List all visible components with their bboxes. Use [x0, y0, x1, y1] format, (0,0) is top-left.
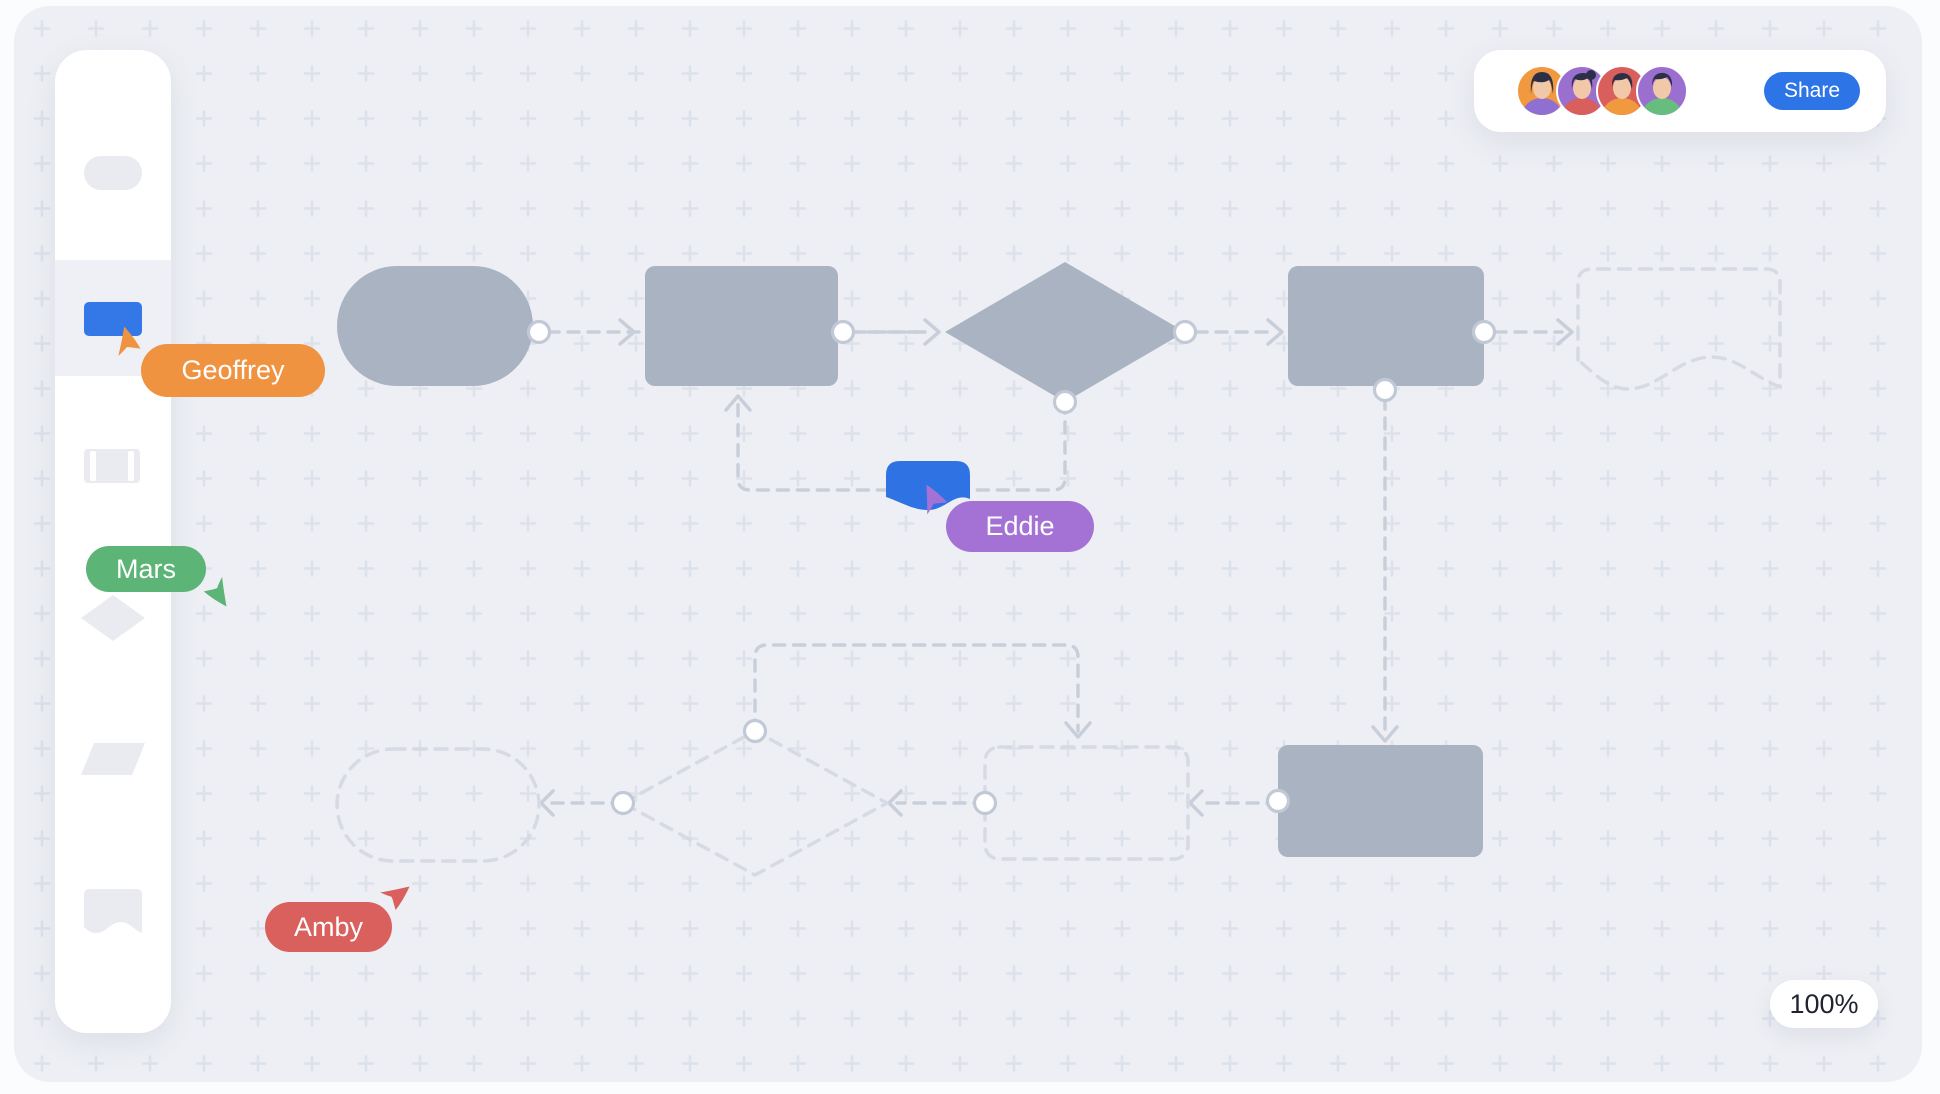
handle-diamond-right[interactable] — [1172, 319, 1198, 345]
tool-predefined-process[interactable] — [84, 449, 140, 483]
zoom-level-value: 100% — [1789, 988, 1859, 1019]
handle-rect5-left[interactable] — [1265, 788, 1291, 814]
node-document-ghost[interactable] — [1576, 267, 1782, 391]
collaboration-panel: Share — [1474, 50, 1886, 132]
cursor-amby-icon — [380, 886, 410, 911]
node-stadium-ghost[interactable] — [335, 747, 541, 863]
collaborator-label-mars: Mars — [86, 546, 206, 592]
tool-rectangle-selected[interactable] — [84, 302, 142, 336]
arrowhead-into-ghostdiamond — [887, 789, 903, 817]
avatar-4[interactable] — [1636, 65, 1688, 117]
handle-rect4-right[interactable] — [1471, 319, 1497, 345]
handle-ghostrect-left[interactable] — [972, 790, 998, 816]
node-stadium[interactable] — [337, 266, 533, 386]
node-rectangle-ghost[interactable] — [983, 745, 1190, 861]
collaborator-name: Mars — [116, 553, 176, 584]
arrowhead-into-rect2 — [923, 318, 941, 346]
collaborator-name: Eddie — [985, 511, 1055, 541]
node-diamond-ghost[interactable] — [621, 729, 889, 877]
node-rectangle-2[interactable] — [645, 266, 838, 386]
tool-document[interactable] — [84, 889, 142, 937]
connector-elbow-ghostdiamond-to-ghostrect[interactable] — [753, 643, 1080, 733]
shape-palette-sidebar — [55, 50, 171, 1033]
node-blue-document-eddie[interactable] — [886, 461, 970, 510]
share-button[interactable]: Share — [1764, 72, 1860, 110]
cursor-geoffrey-icon — [118, 326, 141, 356]
collaborator-label-eddie: Eddie — [946, 501, 1094, 552]
arrowhead-into-ghostrect-right — [1188, 789, 1204, 817]
arrowhead-into-rect2a — [618, 318, 636, 346]
arrowhead-loop-up — [724, 394, 752, 412]
handle-rect4-bottom[interactable] — [1372, 377, 1398, 403]
node-diamond[interactable] — [945, 262, 1185, 402]
tool-parallelogram[interactable] — [81, 743, 145, 775]
arrowhead-down-into-rect5 — [1371, 725, 1399, 743]
arrowhead-into-ghoststadium — [539, 789, 555, 817]
collaborator-name: Geoffrey — [181, 355, 285, 385]
node-rectangle-5[interactable] — [1278, 745, 1483, 857]
flowchart-layer — [335, 262, 1782, 877]
arrowhead-into-document — [1556, 318, 1574, 346]
collaborator-label-amby: Amby — [265, 902, 392, 952]
zoom-level-badge[interactable]: 100% — [1770, 980, 1878, 1028]
cursor-eddie-icon — [926, 484, 948, 515]
arrowhead-into-rect4 — [1266, 318, 1284, 346]
cursor-mars-icon — [203, 576, 227, 607]
node-rectangle-4[interactable] — [1288, 266, 1484, 386]
collaborator-label-geoffrey: Geoffrey — [141, 344, 325, 397]
share-button-label: Share — [1783, 79, 1841, 102]
collaborator-name: Amby — [293, 911, 364, 942]
avatar-2[interactable] — [1556, 65, 1608, 117]
handle-diamond-bottom[interactable] — [1052, 389, 1078, 415]
tool-stadium[interactable] — [84, 156, 142, 190]
handle-ghostdiamond-left[interactable] — [610, 790, 636, 816]
handle-ghostdiamond-top[interactable] — [742, 718, 768, 744]
arrowhead-into-ghostrect-top — [1064, 721, 1092, 739]
handle-rect2-right[interactable] — [830, 319, 856, 345]
handle-stadium-right[interactable] — [526, 319, 552, 345]
avatar-group — [1516, 65, 1688, 117]
tool-decision-diamond[interactable] — [81, 595, 145, 641]
